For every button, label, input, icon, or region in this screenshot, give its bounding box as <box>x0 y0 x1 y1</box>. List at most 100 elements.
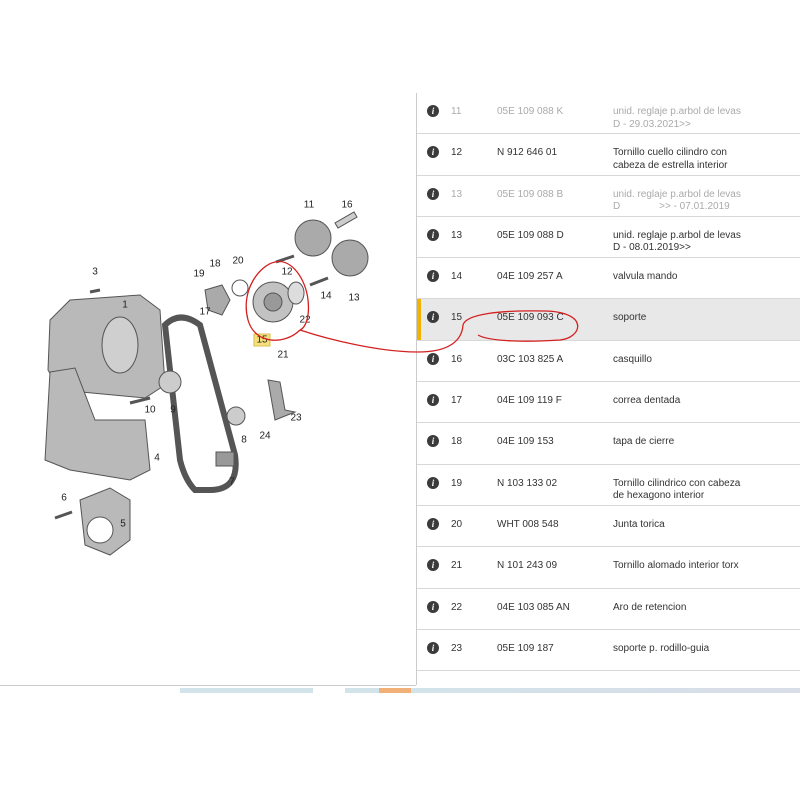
callout-13: 13 <box>348 292 360 304</box>
item-number: 14 <box>451 271 463 283</box>
item-number: 23 <box>451 642 463 654</box>
callout-18: 18 <box>209 258 221 270</box>
parts-row-15[interactable]: i 15 05E 109 093 C soporte <box>417 299 800 341</box>
item-number: 12 <box>451 147 463 159</box>
parts-row-17[interactable]: i 17 04E 109 119 F correa dentada <box>417 382 800 424</box>
exploded-parts-diagram: 1 3 4 5 6 7 8 9 10 11 12 13 14 15 16 17 … <box>0 0 416 690</box>
info-icon[interactable]: i <box>427 228 439 241</box>
parts-row-13[interactable]: i 13 05E 109 088 B unid. reglaje p.arbol de… <box>417 176 800 217</box>
part-description: unid. reglaje p.arbol de levas D - 29.03… <box>613 106 741 130</box>
item-number: 20 <box>451 518 463 530</box>
diagram-drawing <box>44 211 369 556</box>
part-gear-13 <box>331 239 369 277</box>
part-number: N 912 646 01 <box>497 147 558 159</box>
info-icon[interactable]: i <box>427 600 439 613</box>
part-description: soporte <box>613 312 647 324</box>
item-number: 15 <box>451 312 463 324</box>
part-number: 05E 109 088 B <box>497 188 564 200</box>
info-icon[interactable]: i <box>427 352 439 365</box>
part-number: N 103 133 02 <box>497 477 558 489</box>
part-number: 04E 109 153 <box>497 436 554 448</box>
part-roller-8 <box>226 406 246 426</box>
part-number: 05E 109 093 C <box>497 312 564 324</box>
callout-14: 14 <box>320 290 332 302</box>
scroll-thumb[interactable] <box>379 688 411 693</box>
part-ring-22 <box>287 281 305 305</box>
item-number: 16 <box>451 353 463 365</box>
callout-8: 8 <box>241 434 247 446</box>
item-number: 11 <box>451 106 462 117</box>
part-description: correa dentada <box>613 395 681 407</box>
part-support-23 <box>267 379 297 421</box>
part-description: unid. reglaje p.arbol de levas D >> - 07… <box>613 188 741 213</box>
scroll-track <box>345 688 379 693</box>
part-description: Aro de retencion <box>613 601 687 613</box>
item-number: 21 <box>451 560 463 572</box>
parts-row-12[interactable]: i 12 N 912 646 01 Tornillo cuello cilindro … <box>417 134 800 176</box>
part-description: Tornillo cilindrico con cabeza de hexago… <box>613 477 741 502</box>
callout-21: 21 <box>277 349 289 361</box>
part-number: 04E 109 119 F <box>497 395 562 407</box>
part-description: Tornillo cuello cilindro con cabeza de e… <box>613 147 728 171</box>
part-number: 03C 103 825 A <box>497 353 564 365</box>
divider <box>0 685 416 686</box>
callout-7: 7 <box>229 476 235 488</box>
parts-row-18[interactable]: i 18 04E 109 153 tapa de cierre <box>417 423 800 465</box>
info-icon[interactable]: i <box>427 435 439 448</box>
callout-12: 12 <box>281 266 293 278</box>
scroll-track <box>180 688 313 693</box>
part-description: soporte p. rodillo-guia <box>613 642 710 654</box>
info-icon[interactable]: i <box>427 641 439 654</box>
scroll-track <box>411 688 800 693</box>
part-description: unid. reglaje p.arbol de levas D - 08.01… <box>613 229 741 254</box>
info-icon[interactable]: i <box>427 476 439 489</box>
part-description: tapa de cierre <box>613 436 675 448</box>
callout-24: 24 <box>259 430 271 442</box>
info-icon[interactable]: i <box>427 517 439 530</box>
part-number: N 101 243 09 <box>497 560 558 572</box>
info-icon[interactable]: i <box>427 394 439 407</box>
callout-10: 10 <box>144 404 156 416</box>
callout-11: 11 <box>303 199 315 211</box>
part-cap-18 <box>204 284 231 316</box>
info-icon[interactable]: i <box>427 187 439 200</box>
part-number: WHT 008 548 <box>497 518 559 530</box>
parts-row-21[interactable]: i 21 N 101 243 09 Tornillo alomado interior… <box>417 547 800 589</box>
info-icon[interactable]: i <box>427 559 439 572</box>
parts-row-19[interactable]: i 19 N 103 133 02 Tornillo cilindrico con c… <box>417 465 800 506</box>
item-number: 19 <box>451 477 463 489</box>
part-oring-20 <box>231 279 249 297</box>
info-icon[interactable]: i <box>427 105 439 117</box>
info-icon[interactable]: i <box>427 270 439 283</box>
parts-row-22[interactable]: i 22 04E 103 085 AN Aro de retencion <box>417 589 800 630</box>
info-icon[interactable]: i <box>427 311 439 324</box>
horizontal-scrollbar[interactable] <box>0 685 800 697</box>
item-number: 17 <box>451 395 463 407</box>
part-gear-7 <box>215 451 235 467</box>
part-number: 04E 103 085 AN <box>497 601 570 613</box>
callout-19: 19 <box>193 268 205 280</box>
callout-5: 5 <box>120 518 126 530</box>
callout-15-highlighted[interactable]: 15 <box>253 333 271 347</box>
part-sleeve-16 <box>334 211 358 229</box>
callout-23: 23 <box>290 412 302 424</box>
item-number: 13 <box>451 188 463 200</box>
part-belt-17 <box>161 314 239 493</box>
item-number: 22 <box>451 601 463 613</box>
part-cover-4 <box>44 367 151 481</box>
info-icon[interactable]: i <box>427 146 439 159</box>
item-number: 18 <box>451 436 463 448</box>
callout-1: 1 <box>122 299 128 311</box>
part-number: 05E 109 088 D <box>497 229 564 241</box>
callout-22: 22 <box>299 314 311 326</box>
part-number: 04E 109 257 A <box>497 271 563 283</box>
part-description: Tornillo alomado interior torx <box>613 560 739 572</box>
callout-16: 16 <box>341 199 353 211</box>
